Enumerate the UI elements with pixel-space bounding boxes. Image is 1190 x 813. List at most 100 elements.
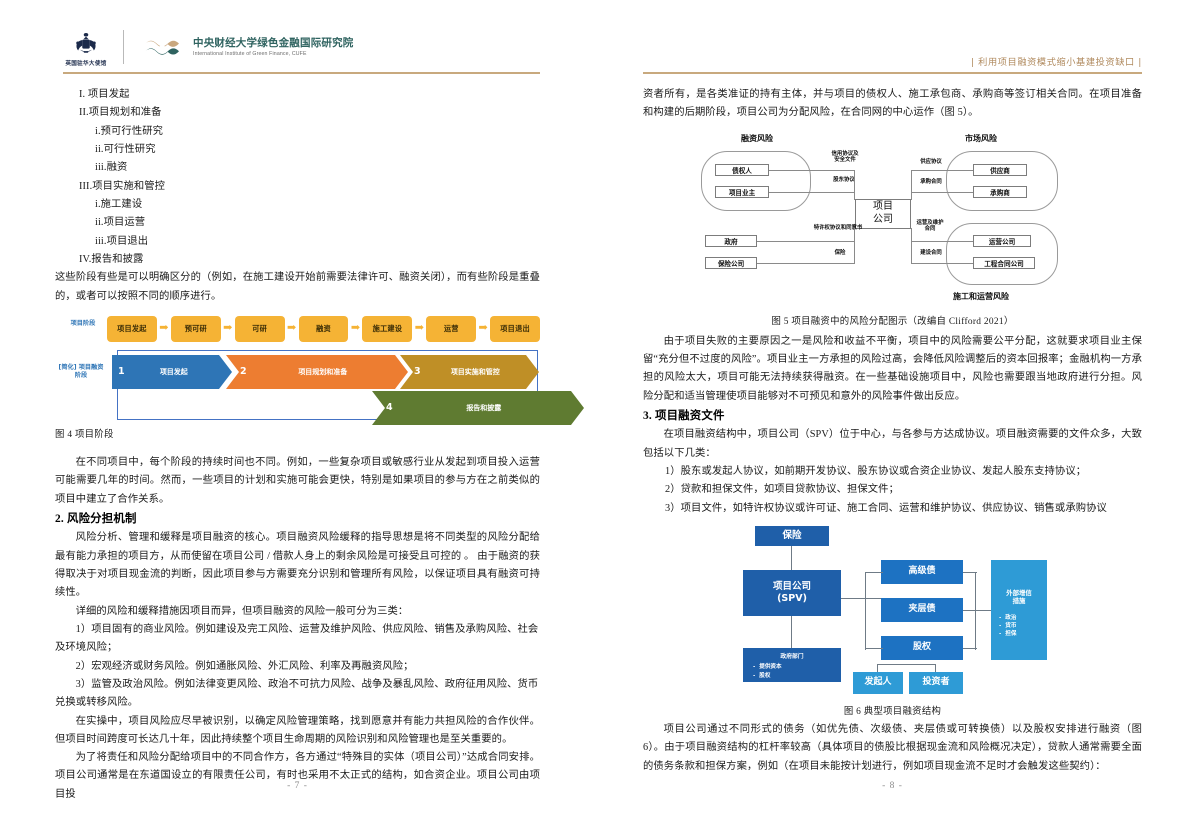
- figure5-connector: [911, 169, 973, 171]
- phase-box: 施工建设: [362, 315, 413, 342]
- paragraph-duration: 在不同项目中，每个阶段的持续时间也不同。例如，一些复杂项目或敏感行业从发起到项目…: [55, 456, 540, 505]
- arrow-right-icon: ➡: [286, 322, 297, 335]
- phase-box: 运营: [426, 315, 477, 342]
- arrow-right-icon: ➡: [350, 322, 361, 335]
- left-page-body: I. 项目发起 II.项目规划和准备 i.预可行性研究 ii.可行性研究 iii…: [55, 86, 540, 804]
- figure-4-project-phases: 项目阶段 [简化] 项目融资阶段 项目发起 ➡ 预可研 ➡ 可研 ➡ 融资 ➡ …: [55, 314, 540, 422]
- paragraph-balance: 由于项目失败的主要原因之一是风险和收益不平衡，项目中的风险需要公平分配，这就要求…: [643, 335, 1142, 402]
- band-label: 项目实施和管控: [450, 367, 500, 376]
- figure5-title-market-risk: 市场风险: [965, 133, 997, 143]
- figure5-connector: [757, 262, 855, 264]
- band-number: 2: [240, 366, 247, 378]
- figure6-connector: [791, 615, 793, 648]
- figure5-label-offtake-contract: 承购合同: [920, 178, 942, 185]
- right-page-number: - 8 -: [882, 781, 903, 791]
- figure6-box-government: 政府部门 - 提供资本 - 股权: [743, 647, 841, 682]
- figure5-connector: [854, 169, 855, 200]
- doc-list-item: 2）贷款和担保文件，如项目贷款协议、担保文件；: [665, 484, 899, 496]
- phase-box: 预可研: [170, 315, 221, 342]
- figure6-box-mezzanine-debt: 夹层债: [881, 597, 963, 622]
- figure-5-risk-allocation: 融资风险 市场风险 施工和运营风险 债权人 项目业主 政府 保险公司 供应商 承…: [643, 131, 1142, 309]
- band-label: 报告和披露: [466, 403, 502, 412]
- figure5-connector: [769, 169, 855, 171]
- figure5-node-offtaker: 承购商: [973, 185, 1027, 198]
- figure6-connector: [963, 609, 991, 612]
- figure6-connector: [877, 663, 879, 672]
- figure5-label-om-contract: 运营及维护合同: [916, 219, 944, 233]
- section-2-title: 2. 风险分担机制: [55, 512, 137, 525]
- phase-box: 可研: [234, 315, 285, 342]
- figure6-box-insurance: 保险: [755, 525, 829, 546]
- paragraph-practice: 在实操中，项目风险应尽早被识别，以确定风险管理策略，找到愿意并有能力共担风险的合…: [55, 715, 540, 745]
- institute-name-cn: 中央财经大学绿色金融国际研究院: [193, 37, 354, 50]
- figure4-band-label: [简化] 项目融资阶段: [58, 363, 104, 379]
- right-page: | 利用项目融资模式缩小基建投资缺口 | 资者所有，是各类准证的持有主体，并与项…: [595, 0, 1190, 813]
- figure5-capsule-market: [946, 150, 1058, 211]
- figure6-connector: [935, 663, 937, 672]
- figure6-connector: [865, 571, 883, 574]
- doc-list-item: 3）项目文件，如特许权协议或许可证、施工合同、运营和维护协议、供应协议、销售或承…: [665, 502, 1107, 514]
- band-number: 3: [414, 366, 421, 378]
- figure5-connector: [911, 191, 973, 193]
- figure4-phase-row: 项目发起 ➡ 预可研 ➡ 可研 ➡ 融资 ➡ 施工建设 ➡ 运营 ➡ 项目退出: [107, 314, 541, 344]
- figure6-government-bullets: - 提供资本 - 股权: [753, 664, 782, 679]
- figure6-connector: [963, 571, 977, 574]
- figure4-band-4: 4 报告和披露: [372, 391, 584, 425]
- arrow-right-icon: ➡: [159, 322, 169, 335]
- figure4-panel: 1 项目发起 2 项目规划和准备 3: [117, 349, 539, 420]
- header-rule: [643, 72, 1142, 74]
- left-page-header: 英国驻华大使馆 中央财经大学绿色金融国际研究院 International In…: [63, 24, 540, 70]
- doc-list-item: 1）股东或发起人协议，如前期开发协议、股东协议或合资企业协议、发起人股东支持协议…: [665, 465, 1087, 477]
- figure6-box-external-enhancement: 外部增信措施 - 政治 - 货币 - 担保: [991, 559, 1047, 660]
- phase-box: 项目退出: [490, 315, 541, 342]
- figure6-box-senior-debt: 高级债: [881, 559, 963, 584]
- figure5-label-insurance: 保险: [834, 249, 846, 256]
- figure5-center-spv: 项目公司: [855, 198, 911, 229]
- band-label: 项目规划和准备: [298, 367, 348, 376]
- figure5-label-concession-agreement: 特许权协议和同意书: [813, 224, 863, 231]
- british-embassy-crest-icon: 英国驻华大使馆: [63, 28, 109, 67]
- figure5-connector: [854, 227, 855, 264]
- arrow-right-icon: ➡: [414, 322, 424, 335]
- risk-list-item: 2）宏观经济或财务风险。例如通胀风险、外汇风险、利率及再融资风险；: [75, 660, 414, 672]
- figure5-node-operating-company: 运营公司: [973, 234, 1031, 247]
- phase-box: 项目发起: [107, 315, 157, 342]
- figure4-band-2: 2 项目规划和准备: [226, 355, 408, 389]
- paragraph-debt: 项目公司通过不同形式的债务（如优先债、次级债、夹层债或可转换债）以及股权安排进行…: [643, 723, 1142, 772]
- left-page-number: - 7 -: [287, 781, 308, 791]
- outline-item: ii.项目运营: [95, 217, 146, 229]
- header-divider: [123, 30, 124, 64]
- figure4-band-1: 1 项目发起: [112, 355, 232, 389]
- figure5-node-supplier: 供应商: [973, 163, 1027, 176]
- figure6-connector: [865, 647, 883, 650]
- figure5-capsule-operation: [946, 222, 1058, 285]
- figure5-label-credit-agreement: 信用协议及安全文件: [831, 150, 859, 164]
- figure6-connector: [865, 571, 867, 650]
- figure5-connector: [911, 227, 912, 264]
- paragraph-spv: 为了将责任和风险分配给项目中的不同合作方，各方通过“特殊目的实体（项目公司）”达…: [55, 752, 540, 800]
- outline-item: i.预可行性研究: [95, 125, 164, 137]
- right-page-header: | 利用项目融资模式缩小基建投资缺口 |: [643, 52, 1142, 70]
- outline-item: i.施工建设: [95, 198, 143, 210]
- figure4-row-label: 项目阶段: [70, 319, 96, 327]
- figure4-band-3: 3 项目实施和管控: [400, 355, 539, 389]
- figure6-box-spv: 项目公司(SPV): [743, 569, 841, 616]
- figure5-capsule-financing: [701, 150, 811, 211]
- phase-box: 融资: [298, 315, 349, 342]
- paragraph-risk-core: 风险分析、管理和缓释是项目融资的核心。项目融资风险缓释的指导思想是将不同类型的风…: [55, 532, 540, 599]
- figure5-node-creditor: 债权人: [715, 163, 769, 176]
- figure6-connector: [841, 597, 881, 600]
- risk-list-item: 3）监管及政治风险。例如法律变更风险、政治不可抗力风险、战争及暴乱风险、政府征用…: [55, 678, 539, 709]
- figure5-label-supply-agreement: 供应协议: [920, 158, 942, 165]
- figure6-box-investor: 投资者: [909, 671, 963, 694]
- arrow-right-icon: ➡: [223, 322, 233, 335]
- paragraph-docs: 在项目融资结构中，项目公司（SPV）位于中心，与各参与方达成协议。项目融资需要的…: [643, 429, 1142, 459]
- figure5-connector: [757, 240, 855, 242]
- figure5-node-project-owner: 项目业主: [715, 185, 769, 198]
- risk-list-item: 1）项目固有的商业风险。例如建设及完工风险、运营及维护风险、供应风险、销售及承购…: [55, 623, 539, 654]
- figure5-title-financing-risk: 融资风险: [741, 133, 773, 143]
- figure5-label-shareholder-agreement: 股东协议: [833, 176, 855, 183]
- figure5-connector: [769, 191, 855, 193]
- outline-item: II.项目规划和准备: [79, 107, 162, 119]
- arrow-right-icon: ➡: [478, 322, 488, 335]
